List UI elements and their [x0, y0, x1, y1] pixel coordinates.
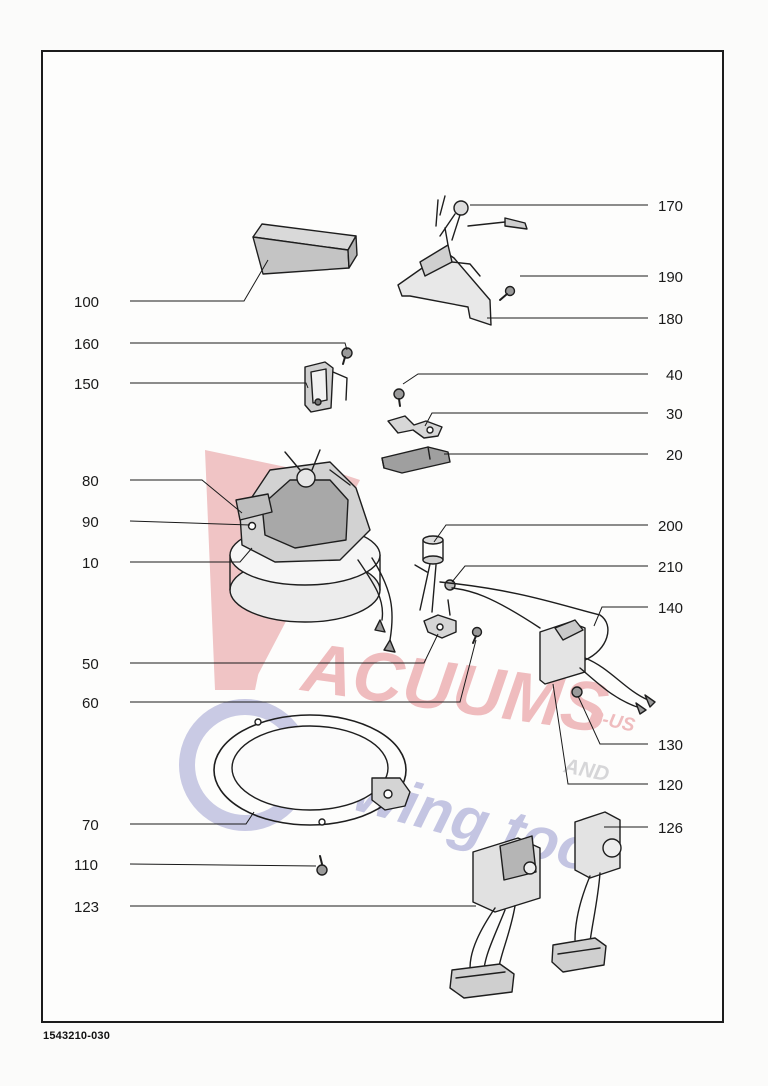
- callout-160: 160: [74, 336, 99, 353]
- callout-90: 90: [82, 514, 99, 531]
- callout-150: 150: [74, 376, 99, 393]
- callout-123: 123: [74, 899, 99, 916]
- part-20-carbon-brush: [381, 446, 451, 474]
- part-150-switch: [304, 361, 348, 413]
- part-190-screw: [499, 285, 516, 301]
- part-123-circuit-board: [449, 835, 541, 999]
- callout-190: 190: [658, 269, 683, 286]
- part-100-foam-filter: [252, 223, 358, 275]
- callout-110: 110: [74, 857, 98, 874]
- part-40-screw: [393, 388, 405, 407]
- callout-80: 80: [82, 473, 99, 490]
- callout-140: 140: [658, 600, 683, 617]
- part-140-terminal-block: [539, 619, 656, 715]
- callout-50: 50: [82, 656, 99, 673]
- part-180-bracket: [397, 227, 492, 326]
- leader-lines: [129, 204, 648, 907]
- part-110-screw: [316, 855, 328, 876]
- part-170-thermal-fuse: [435, 195, 528, 241]
- part-60-screw: [471, 626, 483, 644]
- part-90-washer: [247, 521, 257, 531]
- callout-120: 120: [658, 777, 683, 794]
- part-50-bracket: [423, 599, 457, 639]
- callout-10: 10: [82, 555, 99, 572]
- part-30-clamp: [387, 415, 443, 439]
- callout-210: 210: [658, 559, 683, 576]
- part-80-motor-assembly: [235, 449, 371, 563]
- callout-40: 40: [666, 367, 683, 384]
- callout-20: 20: [666, 447, 683, 464]
- part-70-ring-frame: [213, 714, 411, 826]
- callout-100: 100: [74, 294, 99, 311]
- part-160-screw: [341, 347, 353, 365]
- callout-70: 70: [82, 817, 99, 834]
- callout-60: 60: [82, 695, 99, 712]
- document-id: 1543210-030: [43, 1030, 111, 1042]
- callout-180: 180: [658, 311, 683, 328]
- part-130-screw: [571, 686, 583, 698]
- callout-126: 126: [658, 820, 683, 837]
- watermark-text-corner-bottom: AND: [561, 754, 611, 786]
- part-200-capacitor: [414, 535, 444, 613]
- callout-labels: 170 190 180 100 160 150 40 30 20 80 90 2…: [74, 198, 683, 916]
- callout-30: 30: [666, 406, 683, 423]
- callout-200: 200: [658, 518, 683, 535]
- callout-170: 170: [658, 198, 683, 215]
- part-126-control-board: [551, 811, 622, 973]
- motor-lead-wires: [357, 557, 609, 661]
- callout-130: 130: [658, 737, 683, 754]
